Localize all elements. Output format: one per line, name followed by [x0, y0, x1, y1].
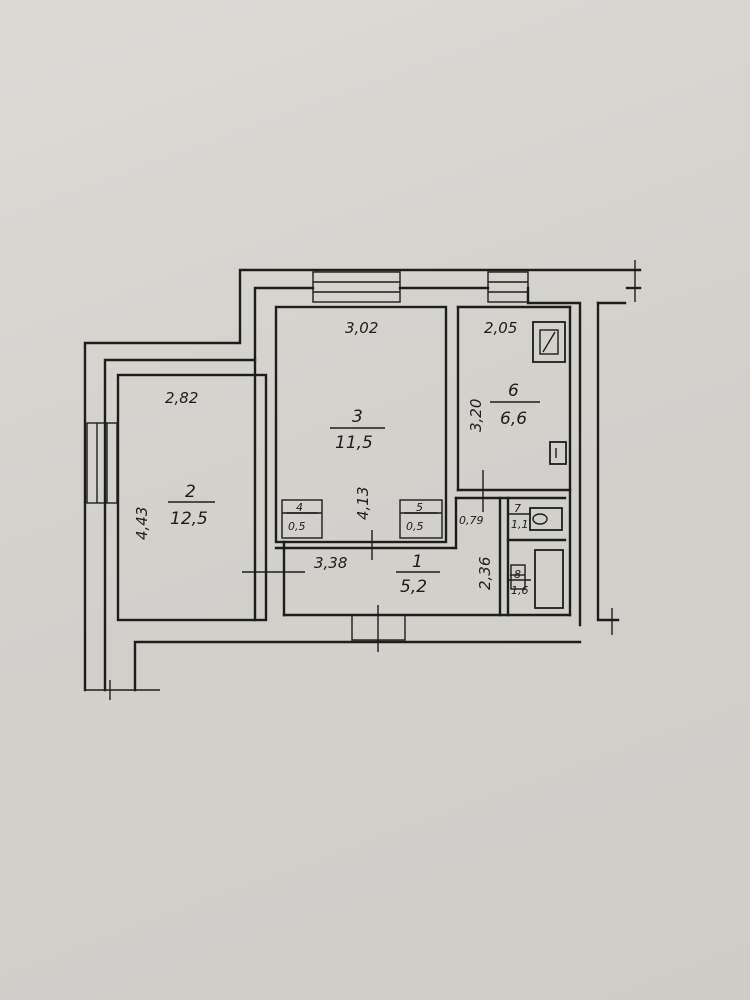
- toilet-icon: [529, 507, 563, 531]
- room-3-area: 11,5: [335, 433, 373, 453]
- room-6-number: 6: [508, 381, 519, 401]
- room-3-number: 3: [352, 407, 363, 427]
- room3-length-dimension: 4,13: [354, 487, 372, 520]
- fixtures: [510, 321, 567, 609]
- dimension-labels: 2,82 4,43 3,02 4,13 2,05 3,20 3,38 2,36 …: [133, 319, 517, 590]
- interior-walls: [116, 305, 572, 622]
- room-8-number: 8: [514, 568, 521, 581]
- room-8-area: 1,6: [511, 584, 529, 597]
- room2-width-dimension: 2,82: [165, 389, 198, 407]
- bath-width-dimension: 0,79: [459, 514, 484, 527]
- room-labels: 2 12,5 3 11,5 6 6,6 1 5,2 4 0,5 5 0,5 7 …: [170, 381, 529, 597]
- room3-width-dimension: 3,02: [345, 319, 378, 337]
- stove-icon: [532, 321, 566, 363]
- room-4-number: 4: [296, 501, 303, 514]
- hall-depth-dimension: 2,36: [476, 557, 494, 590]
- room2-length-dimension: 4,43: [133, 507, 151, 540]
- room6-length-dimension: 3,20: [467, 399, 485, 432]
- room-6-area: 6,6: [500, 409, 527, 429]
- room-5-number: 5: [416, 501, 423, 514]
- room-7-number: 7: [514, 502, 521, 515]
- room-1-area: 5,2: [400, 577, 427, 597]
- room6-width-dimension: 2,05: [484, 319, 517, 337]
- room-1-number: 1: [412, 552, 423, 572]
- area-underlines: [168, 401, 540, 581]
- hall-length-dimension: 3,38: [314, 554, 347, 572]
- room-5-area: 0,5: [406, 520, 424, 533]
- sink-icon: [549, 441, 567, 465]
- door-marks: [242, 470, 613, 652]
- room-2-area: 12,5: [170, 509, 208, 529]
- windows: [86, 271, 529, 504]
- room-4-area: 0,5: [288, 520, 306, 533]
- room-2-number: 2: [185, 482, 196, 502]
- room-7-area: 1,1: [511, 518, 529, 531]
- bathtub-icon: [534, 549, 564, 609]
